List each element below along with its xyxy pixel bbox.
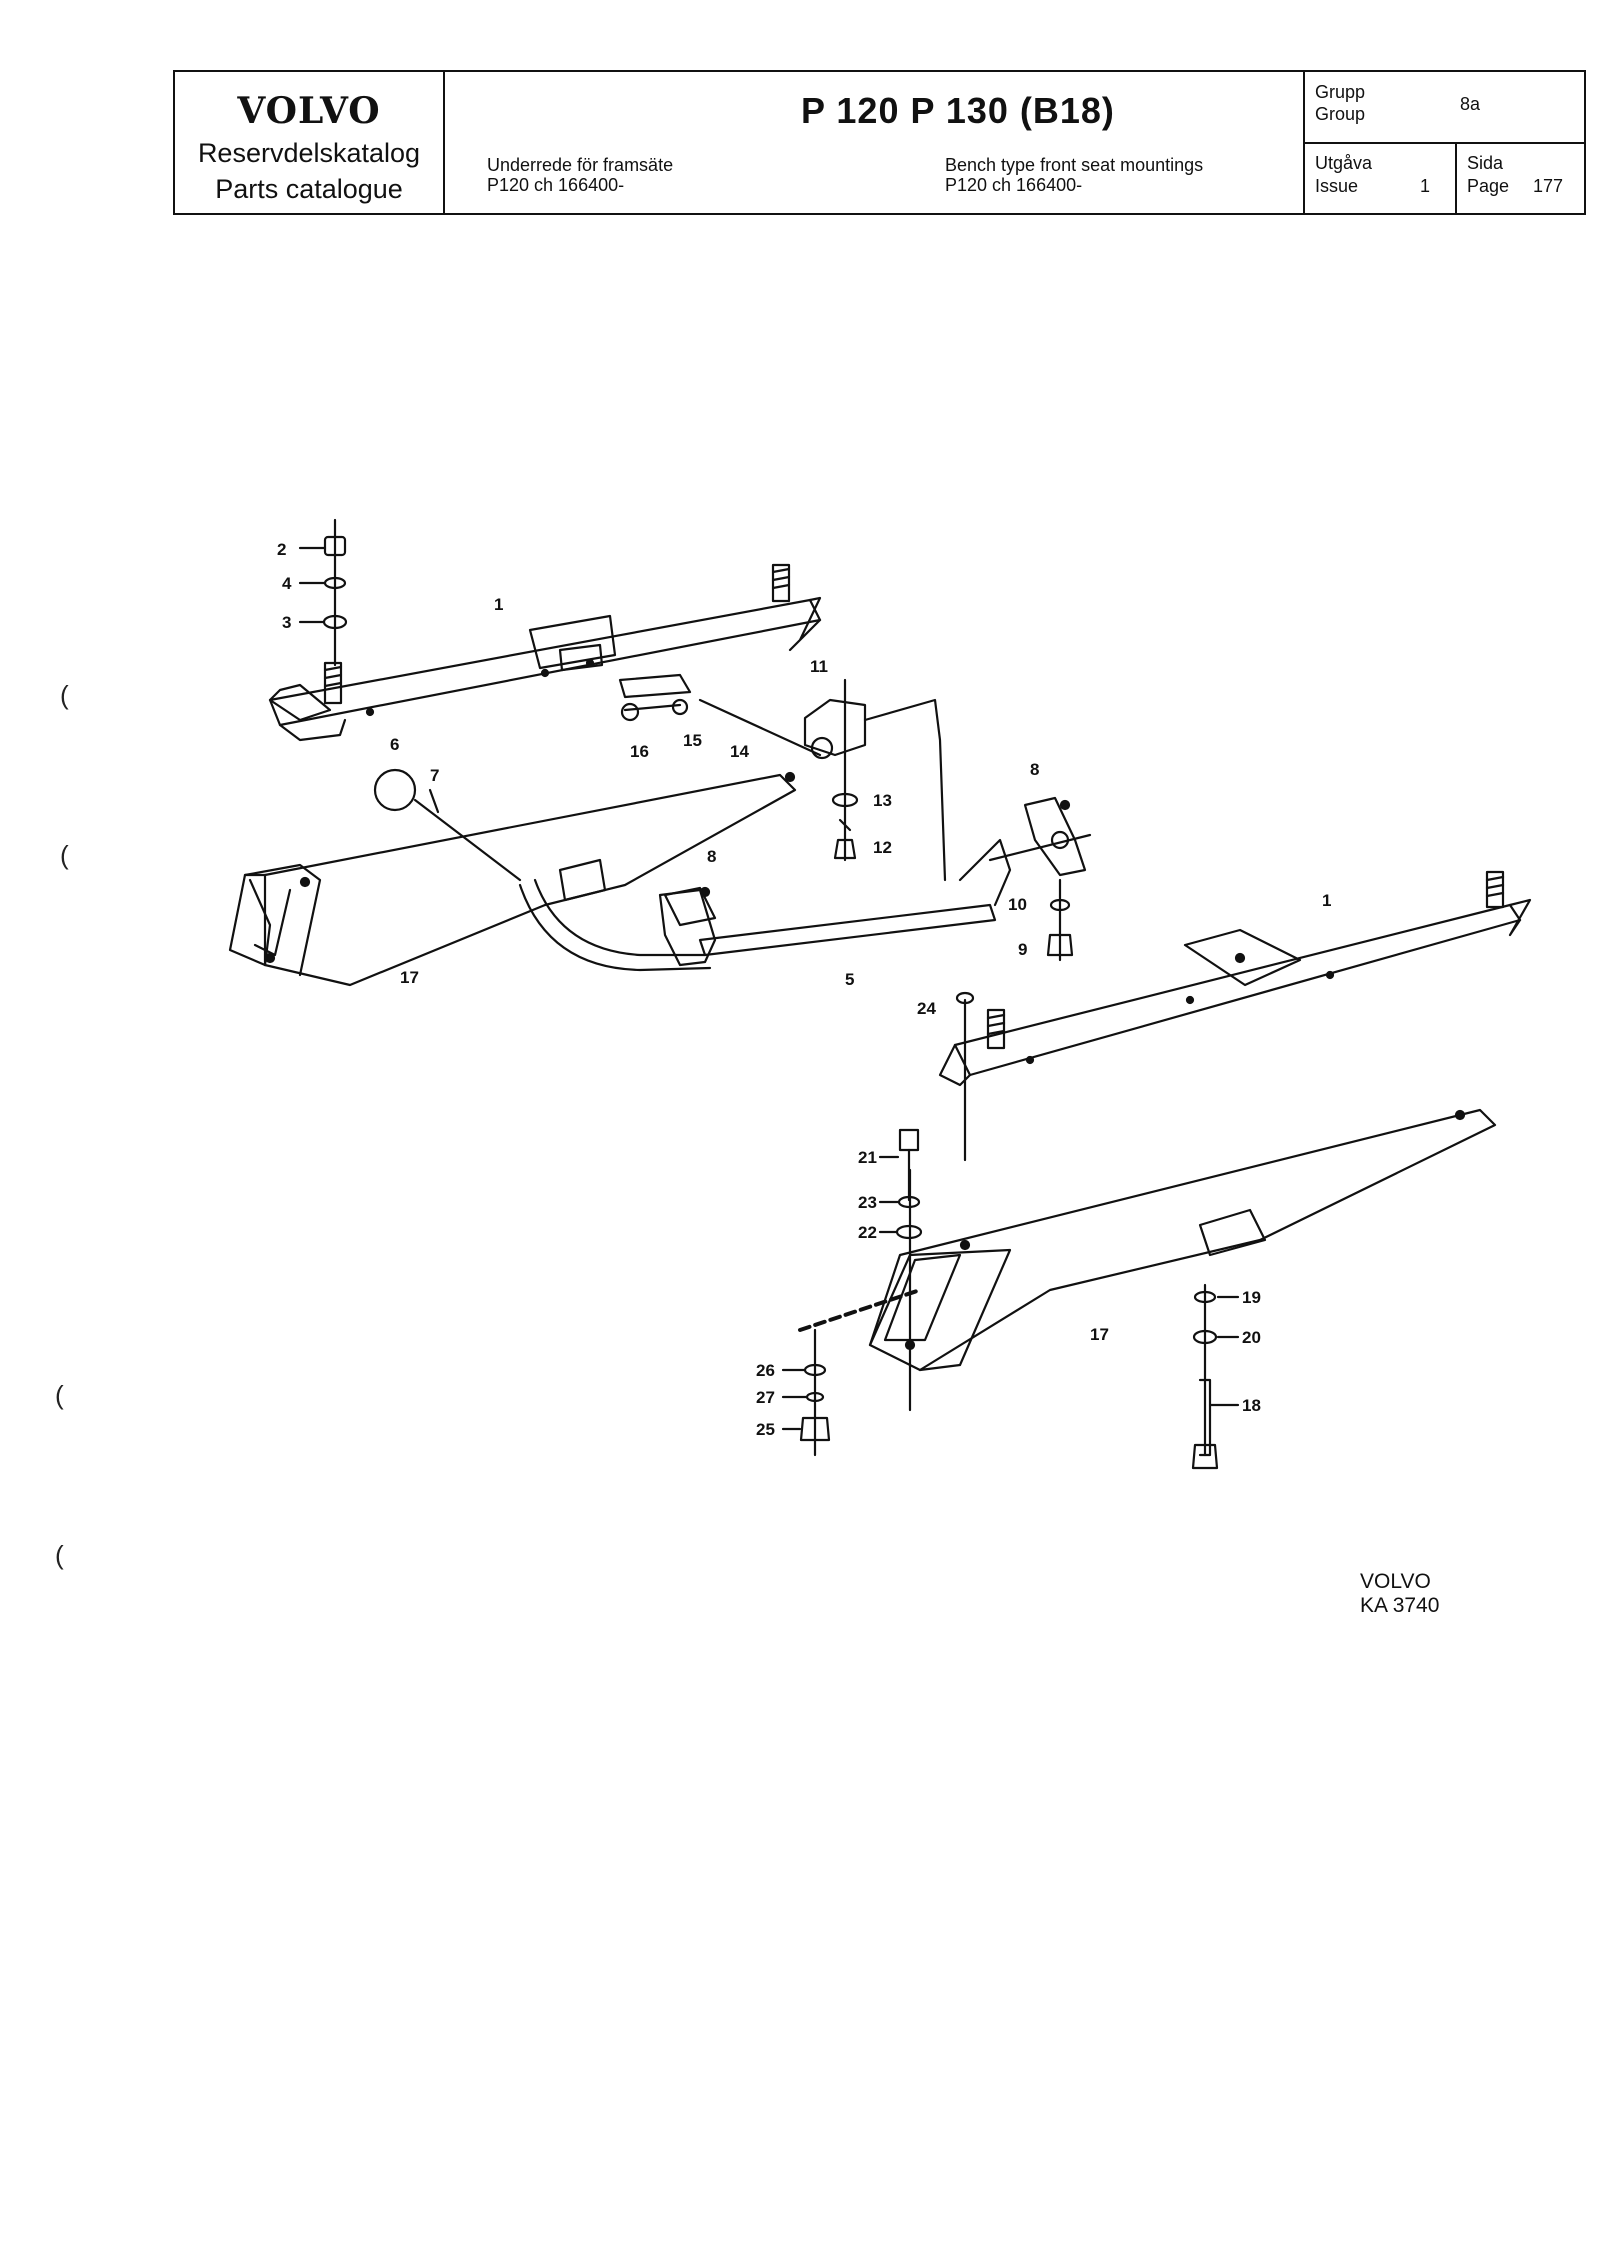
issue-label-sv: Utgåva (1315, 153, 1373, 173)
drawing-number: KA 3740 (1360, 1594, 1440, 1617)
callout-25: 25 (756, 1420, 775, 1439)
group-label-en: Group (1315, 104, 1366, 124)
callout-15: 15 (683, 731, 702, 750)
page-value: 177 (1533, 176, 1564, 196)
fastener-21-23-22 (878, 1128, 923, 1240)
cross-tube-5 (518, 833, 1092, 972)
page-label-sv: Sida (1467, 153, 1504, 173)
screw-24 (955, 991, 975, 1162)
seat-rail-right (938, 870, 1532, 1087)
callout-20: 20 (1242, 1328, 1261, 1347)
callout-2: 2 (277, 540, 286, 559)
callout-23: 23 (858, 1193, 877, 1212)
latch-parts (618, 673, 822, 757)
section-title-sv: Underrede för framsäte (487, 155, 674, 175)
callout-13: 13 (873, 791, 892, 810)
callout-7: 7 (430, 766, 439, 785)
callout-5: 5 (845, 970, 854, 989)
callout-4: 4 (282, 574, 292, 593)
bracket-8-right (1023, 796, 1087, 877)
callout-12: 12 (873, 838, 892, 857)
section-subtitle-sv: P120 ch 166400- (487, 175, 625, 195)
floor-bracket-17-right (798, 1108, 1497, 1412)
callout-21: 21 (858, 1148, 877, 1167)
drawing-reference: VOLVO KA 3740 (1360, 1570, 1439, 1618)
callout-17: 17 (1090, 1325, 1109, 1344)
margin-mark: ( (60, 680, 69, 710)
floor-bracket-17-left (228, 771, 797, 987)
issue-value: 1 (1420, 176, 1431, 196)
callout-22: 22 (858, 1223, 877, 1242)
brand-logo: VOLVO (237, 90, 381, 132)
callout-6: 6 (390, 735, 399, 754)
header-divider (1303, 142, 1585, 144)
catalog-title-en: Parts catalogue (215, 174, 403, 204)
bracket-11 (803, 678, 947, 882)
callout-17: 17 (400, 968, 419, 987)
catalog-title-sv: Reservdelskatalog (197, 138, 421, 168)
callout-9: 9 (1018, 940, 1027, 959)
section-subtitle-en: P120 ch 166400- (945, 175, 1083, 195)
callout-3: 3 (282, 613, 291, 632)
fastener-9-10 (1046, 878, 1074, 962)
margin-mark: ( (60, 840, 69, 870)
callout-8: 8 (707, 847, 716, 866)
callout-26: 26 (756, 1361, 775, 1380)
fastener-stack-2-4-3 (298, 518, 348, 667)
fastener-26-27-25 (781, 1328, 831, 1457)
callout-24: 24 (917, 999, 936, 1018)
margin-mark: ( (55, 1380, 64, 1410)
footer-brand: VOLVO (1360, 1570, 1431, 1593)
callout-18: 18 (1242, 1396, 1261, 1415)
header-divider (443, 72, 445, 213)
bracket-8-left (663, 886, 717, 927)
callout-8: 8 (1030, 760, 1039, 779)
fastener-19-20-18 (1191, 1283, 1240, 1470)
callout-19: 19 (1242, 1288, 1261, 1307)
callout-1: 1 (1322, 891, 1331, 910)
header-block: VOLVO Reservdelskatalog Parts catalogue … (173, 70, 1586, 215)
callout-27: 27 (756, 1388, 775, 1407)
model-title: P 120 P 130 (B18) (801, 90, 1115, 131)
callout-14: 14 (730, 742, 749, 761)
margin-mark: ( (55, 1540, 64, 1570)
group-label-sv: Grupp (1315, 82, 1366, 102)
callout-16: 16 (630, 742, 649, 761)
group-value: 8a (1460, 94, 1481, 114)
page-label-en: Page (1467, 176, 1510, 196)
header-divider (1455, 142, 1457, 213)
callout-10: 10 (1008, 895, 1027, 914)
knob-6-rod-7 (373, 768, 522, 882)
issue-label-en: Issue (1315, 176, 1359, 196)
seat-rail-left (268, 563, 822, 742)
callout-11: 11 (810, 657, 828, 676)
callout-1: 1 (494, 595, 503, 614)
section-title-en: Bench type front seat mountings (945, 155, 1204, 175)
